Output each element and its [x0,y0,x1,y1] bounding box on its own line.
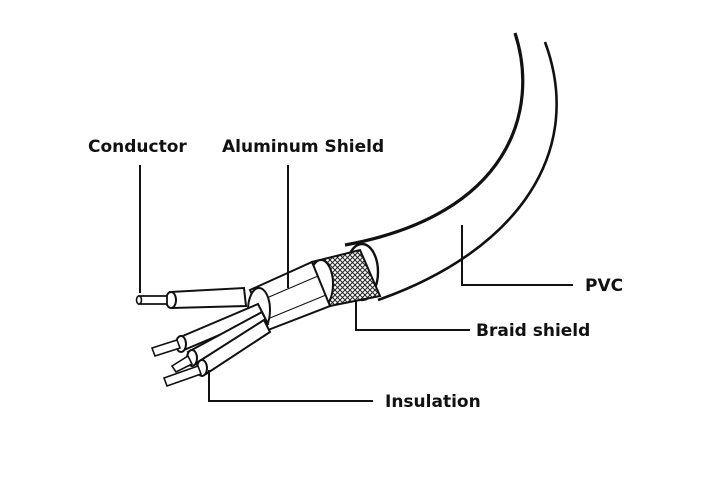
label-braid-shield: Braid shield [476,321,590,341]
leader-lines [139,165,573,402]
label-aluminum-shield: Aluminum Shield [222,137,384,157]
label-pvc: PVC [585,276,623,296]
pvc-jacket [344,32,558,302]
conductor-wire [135,286,248,310]
insulation-leader [208,370,373,402]
label-insulation: Insulation [385,392,481,412]
inner-cores [150,302,272,388]
pvc-leader [461,225,573,286]
aluminum-shield [247,260,332,333]
label-conductor: Conductor [88,137,187,157]
braid-shield-leader [355,300,470,331]
